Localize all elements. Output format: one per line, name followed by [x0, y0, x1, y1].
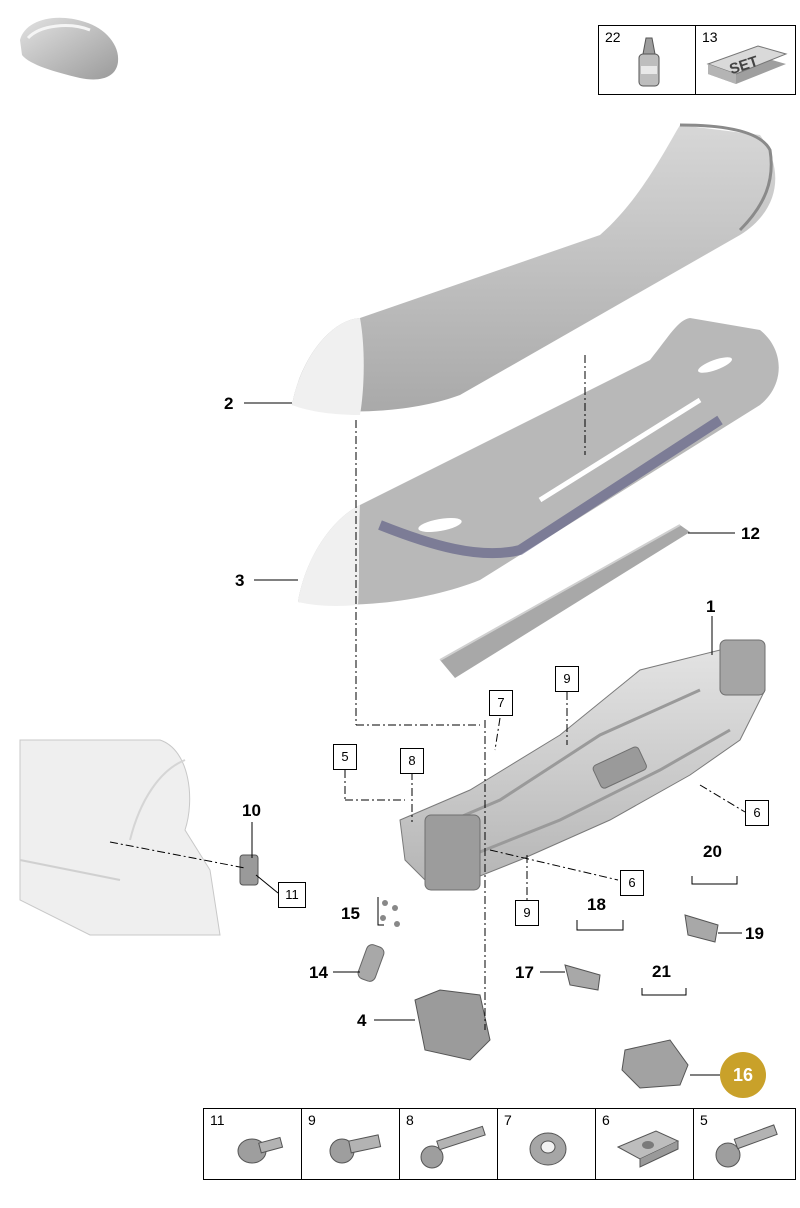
callout-4: 4 — [357, 1011, 367, 1030]
cell-number: 9 — [308, 1112, 316, 1128]
cell-number: 13 — [702, 29, 718, 45]
callout-20: 20 — [703, 842, 722, 861]
clip-nut-icon — [616, 1130, 680, 1168]
rear-spoiler-lower — [298, 318, 779, 606]
callout-15: 15 — [341, 904, 360, 923]
table-cell-22: 22 — [599, 26, 696, 94]
assembly-lines — [109, 355, 746, 1030]
callout-1: 1 — [706, 597, 716, 616]
flange-bolt-icon — [237, 1136, 284, 1164]
vehicle-body-section — [19, 739, 221, 936]
table-cell-8: 8 — [400, 1109, 498, 1179]
cap-14 — [357, 944, 385, 982]
repair-set-box-icon: SET — [706, 45, 788, 84]
vehicle-thumbnail-icon — [20, 17, 119, 80]
callout-10: 10 — [242, 801, 261, 820]
long-bolt-icon — [420, 1125, 486, 1169]
cell-number: 8 — [406, 1112, 414, 1128]
boxed-label-5: 5 — [333, 744, 357, 770]
top-parts-table: 22 13 SET — [598, 25, 796, 95]
table-cell-7: 7 — [498, 1109, 596, 1179]
table-cell-6: 6 — [596, 1109, 694, 1179]
cell-number: 11 — [210, 1112, 225, 1128]
callout-12: 12 — [741, 524, 760, 543]
boxed-label-6: 6 — [620, 870, 644, 896]
shoulder-bolt-icon — [715, 1124, 778, 1168]
table-cell-13: 13 SET — [696, 26, 794, 94]
cell-number: 22 — [605, 29, 621, 45]
callout-2: 2 — [224, 394, 234, 413]
actuator-16 — [621, 1039, 689, 1089]
flange-nut-icon — [529, 1132, 567, 1166]
bracket-19 — [684, 914, 719, 943]
cell-number: 5 — [700, 1112, 708, 1128]
boxed-label-6: 6 — [745, 800, 769, 826]
fasteners-table: 11 9 8 7 6 5 — [203, 1108, 796, 1180]
callout-21: 21 — [652, 962, 671, 981]
seal-strip — [439, 524, 690, 678]
collar-bolt-icon — [329, 1134, 382, 1164]
rear-spoiler-upper — [292, 123, 776, 415]
boxed-label-11: 11 — [278, 882, 306, 908]
table-cell-9: 9 — [302, 1109, 400, 1179]
screws-15 — [380, 900, 400, 927]
callout-14: 14 — [309, 963, 328, 982]
highlight-badge-16[interactable]: 16 — [720, 1052, 766, 1098]
boxed-label-7: 7 — [489, 690, 513, 716]
callout-17: 17 — [515, 963, 534, 982]
table-cell-5: 5 — [694, 1109, 793, 1179]
bracket-17 — [564, 964, 601, 991]
drive-unit-4 — [414, 989, 491, 1061]
boxed-label-8: 8 — [400, 748, 424, 774]
cell-number: 7 — [504, 1112, 512, 1128]
callout-19: 19 — [745, 924, 764, 943]
boxed-label-9: 9 — [555, 666, 579, 692]
cell-number: 6 — [602, 1112, 610, 1128]
bracket-10 — [239, 854, 259, 886]
spoiler-carrier-frame — [399, 639, 766, 891]
table-cell-11: 11 — [204, 1109, 302, 1179]
callout-3: 3 — [235, 571, 245, 590]
boxed-label-9: 9 — [515, 900, 539, 926]
leader-lines — [244, 402, 742, 1076]
callout-18: 18 — [587, 895, 606, 914]
thread-locker-bottle-icon — [638, 37, 660, 87]
